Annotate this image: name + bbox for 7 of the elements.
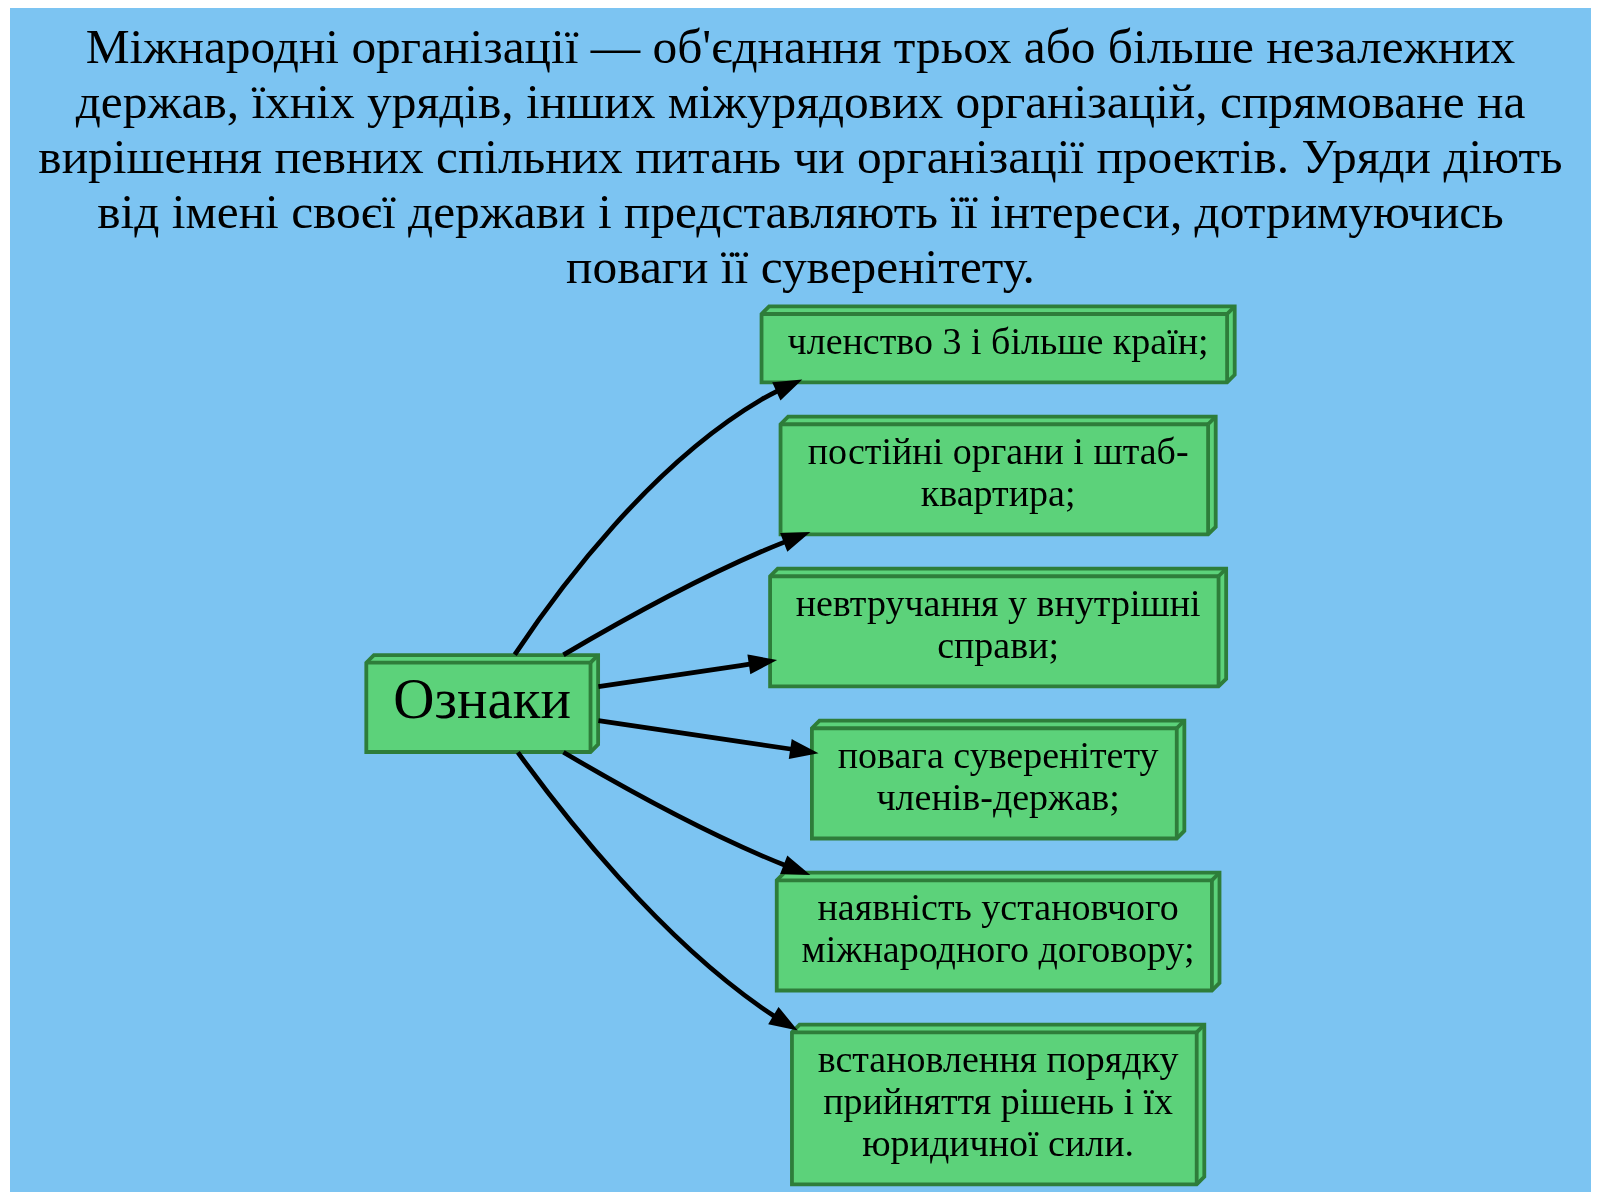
arrow	[561, 532, 810, 657]
arrow	[512, 379, 802, 656]
arrow	[597, 654, 777, 689]
arrow	[561, 750, 810, 876]
arrow	[515, 750, 798, 1031]
diagram-title: Міжнародні організації — об'єднання трьох або більше незалежних держав, їхніх урядів, інших міжурядових організацій, спрямоване на вирішення певних спільних питань чи організації проектів. Уряди діють від імені своєї держави і представляють її інтереси, дотримуючись поваги її суверенітету.	[37, 18, 1563, 295]
arrow	[597, 718, 819, 759]
